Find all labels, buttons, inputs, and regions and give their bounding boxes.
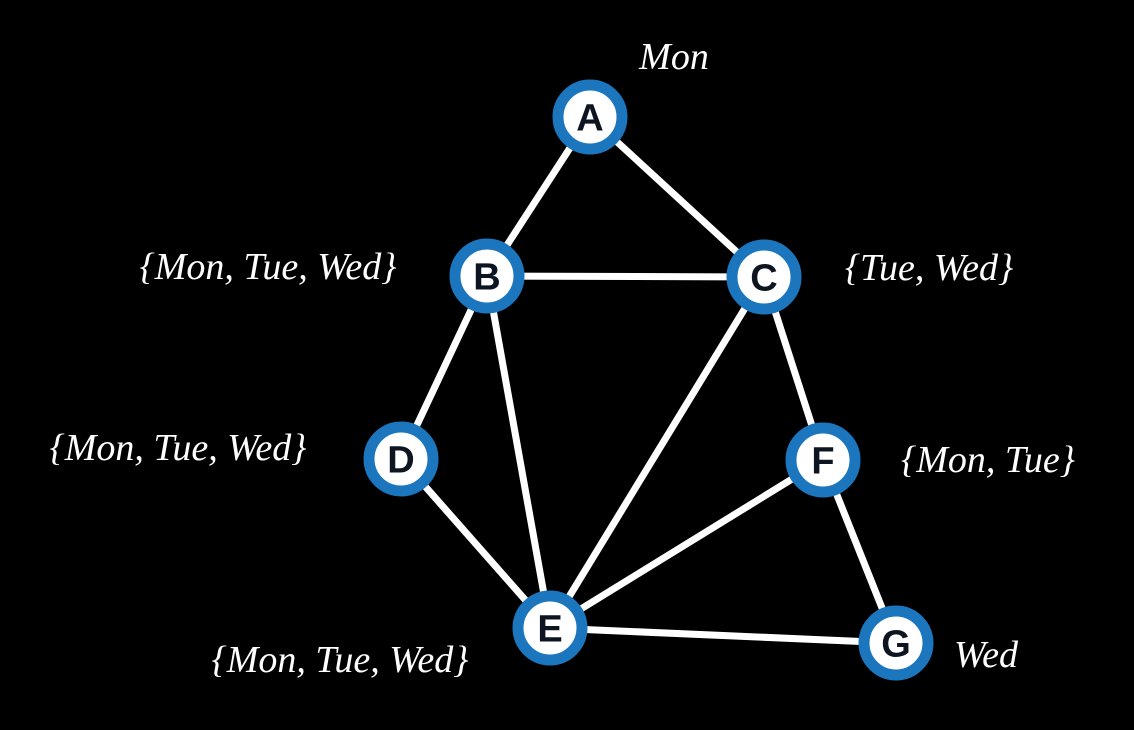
node-D-circle [363, 421, 439, 497]
node-D-domain-label: {Mon, Tue, Wed} [50, 427, 307, 469]
node-A-circle [552, 79, 628, 155]
node-E-circle [512, 590, 588, 666]
node-B-circle [449, 238, 525, 314]
node-F-circle [785, 422, 861, 498]
edge-C-E [546, 273, 768, 632]
node-A-domain-label: Mon [638, 36, 709, 78]
node-A: A Mon [552, 36, 709, 155]
node-E: E {Mon, Tue, Wed} [212, 590, 588, 681]
node-G: G Wed [858, 605, 1019, 681]
node-E-letter: E [537, 609, 562, 651]
node-C-domain-label: {Tue, Wed} [845, 247, 1013, 289]
node-G-domain-label: Wed [954, 634, 1019, 676]
node-B: B {Mon, Tue, Wed} [140, 238, 525, 314]
edge-B-C [483, 272, 768, 281]
node-C-letter: C [750, 258, 777, 300]
node-B-domain-label: {Mon, Tue, Wed} [140, 246, 397, 288]
edge-A-C [586, 113, 768, 281]
node-C: C {Tue, Wed} [726, 239, 1013, 315]
node-B-letter: B [473, 257, 500, 299]
edge-E-F [546, 456, 827, 632]
node-E-domain-label: {Mon, Tue, Wed} [212, 639, 469, 681]
node-A-letter: A [576, 98, 603, 140]
node-F-domain-label: {Mon, Tue} [901, 439, 1075, 481]
node-G-letter: G [881, 624, 911, 666]
node-D: D {Mon, Tue, Wed} [50, 421, 439, 497]
node-D-letter: D [387, 440, 414, 482]
node-F: F {Mon, Tue} [785, 422, 1075, 498]
edge-D-E [397, 455, 554, 632]
node-G-circle [858, 605, 934, 681]
edge-B-E [483, 272, 554, 632]
node-F-letter: F [811, 441, 834, 483]
node-C-circle [726, 239, 802, 315]
edge-E-G [546, 624, 900, 647]
